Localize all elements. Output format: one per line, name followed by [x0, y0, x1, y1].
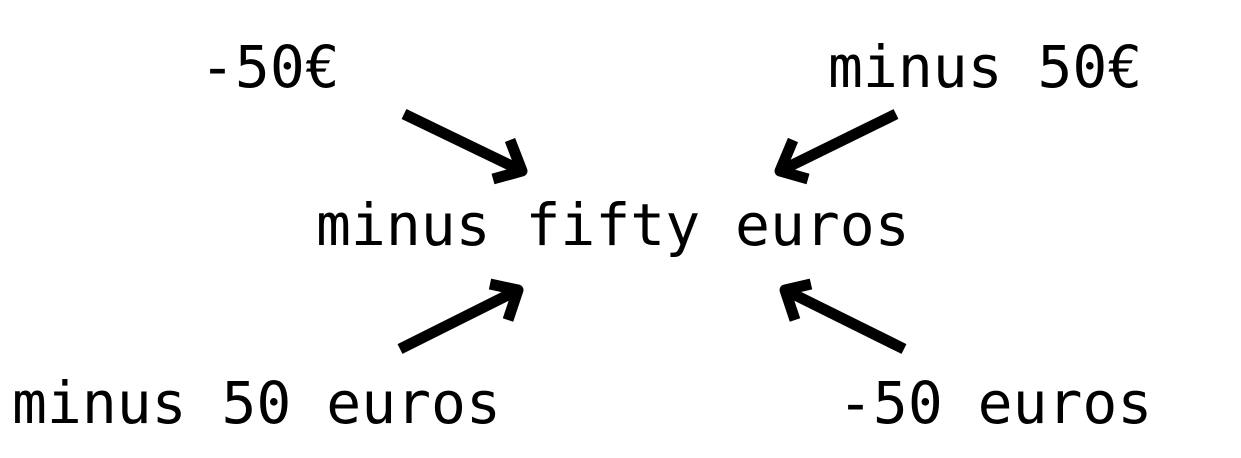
- input-label-bottom-right: -50 euros: [838, 369, 1153, 437]
- arrow-bottom-right: [779, 278, 907, 354]
- input-label-bottom-left: minus 50 euros: [12, 369, 501, 437]
- arrow-top-right: [774, 109, 899, 185]
- input-label-top-right: minus 50€: [828, 33, 1143, 101]
- normalized-output-label: minus fifty euros: [316, 191, 910, 259]
- input-label-top-left: -50€: [200, 33, 340, 101]
- arrow-top-left: [401, 109, 528, 185]
- arrow-bottom-left: [397, 278, 524, 354]
